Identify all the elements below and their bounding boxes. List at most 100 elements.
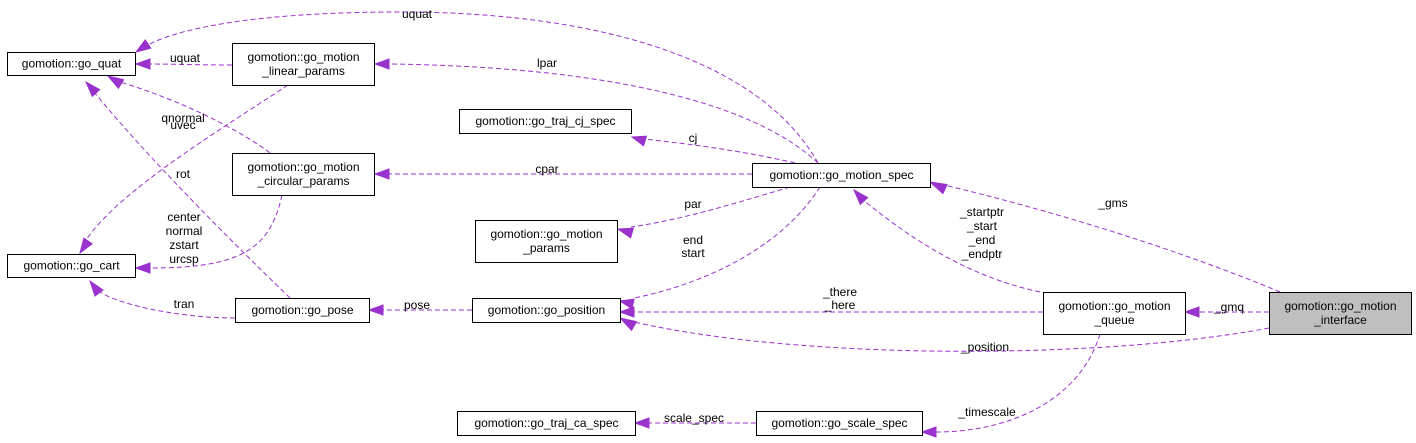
class-node-go_cart[interactable]: gomotion::go_cart <box>7 254 136 278</box>
edge-label: _timescale <box>957 405 1016 419</box>
node-box <box>232 153 375 196</box>
node-box <box>7 254 136 278</box>
class-node-motion_params[interactable]: gomotion::go_motion_params <box>475 220 618 263</box>
edge-spec-uquat: uquat <box>134 7 819 164</box>
edge-label: pose <box>404 298 430 312</box>
edge-position-pose: pose <box>367 298 472 316</box>
arrowhead-icon <box>630 135 648 147</box>
edge-linear-uvec: uvec <box>79 84 289 255</box>
arrowhead-icon <box>616 227 635 239</box>
edge-line <box>643 138 796 164</box>
edge-spec-lpar: lpar <box>373 56 819 164</box>
edge-label: _end <box>968 233 996 247</box>
edge-label: _start <box>966 219 998 233</box>
edge-label: uquat <box>170 51 201 65</box>
edge-linear-uquat: uquat <box>134 51 233 70</box>
class-node-traj_ca_spec[interactable]: gomotion::go_traj_ca_spec <box>457 411 636 436</box>
arrowhead-icon <box>1183 306 1200 318</box>
node-label: _params <box>522 241 570 255</box>
edge-line <box>943 184 1281 293</box>
edge-queue-timescale: _timescale <box>920 333 1101 438</box>
edge-line <box>119 81 271 154</box>
edge-label: qnormal <box>161 111 204 125</box>
node-label: gomotion::go_motion_spec <box>769 168 913 182</box>
arrowhead-icon <box>84 80 101 98</box>
node-label: gomotion::go_scale_spec <box>771 416 907 430</box>
arrowhead-icon <box>373 58 390 70</box>
node-label: gomotion::go_motion <box>247 50 359 64</box>
node-label: gomotion::go_traj_cj_spec <box>475 114 615 128</box>
class-node-circular_params[interactable]: gomotion::go_motion_circular_params <box>232 153 375 196</box>
node-label: gomotion::go_motion <box>490 227 602 241</box>
edge-label: urcsp <box>169 252 199 266</box>
node-label: gomotion::go_traj_ca_spec <box>474 416 618 430</box>
class-node-scale_spec[interactable]: gomotion::go_scale_spec <box>756 411 923 436</box>
node-label: gomotion::go_position <box>488 303 605 317</box>
edge-label: cj <box>689 131 698 145</box>
edge-line <box>149 63 233 66</box>
edge-label: tran <box>174 297 195 311</box>
arrowhead-icon <box>633 417 650 429</box>
edge-label: _gmq <box>1213 300 1244 314</box>
edge-interface-position: _position <box>618 317 1270 354</box>
node-label: gomotion::go_motion <box>1058 299 1170 313</box>
edge-label: _position <box>960 340 1009 354</box>
arrowhead-icon <box>618 317 638 332</box>
arrowhead-icon <box>367 304 384 316</box>
node-box <box>457 411 636 436</box>
edge-queue-start: _startptr_start_end_endptr <box>852 188 1041 293</box>
arrowhead-icon <box>373 168 390 180</box>
node-box <box>752 163 931 188</box>
edge-interface-gmq: _gmq <box>1183 300 1270 318</box>
node-box <box>235 298 370 323</box>
node-box <box>756 411 923 436</box>
edge-spec-par: par <box>616 186 791 239</box>
edge-pose-rot: rot <box>84 80 291 299</box>
edge-label: end <box>683 233 703 247</box>
edge-label: _here <box>824 298 856 312</box>
node-label: _queue <box>1093 313 1134 327</box>
arrowhead-icon <box>928 181 948 195</box>
edge-label: zstart <box>169 238 199 252</box>
node-label: _linear_params <box>261 64 345 78</box>
edge-label: _gms <box>1097 196 1127 210</box>
edge-line <box>93 91 291 299</box>
edge-label: _endptr <box>961 247 1003 261</box>
edge-label: uquat <box>402 7 433 21</box>
edge-line <box>633 186 821 299</box>
node-box <box>475 220 618 263</box>
node-box <box>1043 292 1186 335</box>
class-node-traj_cj_spec[interactable]: gomotion::go_traj_cj_spec <box>459 109 632 134</box>
edge-line <box>85 84 289 241</box>
class-node-motion_queue[interactable]: gomotion::go_motion_queue <box>1043 292 1186 335</box>
arrowhead-icon <box>134 262 151 274</box>
node-box <box>232 43 375 86</box>
node-label: gomotion::go_pose <box>251 303 353 317</box>
arrowhead-icon <box>920 426 937 438</box>
edge-label: _startptr <box>959 205 1004 219</box>
edge-line <box>388 63 819 164</box>
node-label: gomotion::go_quat <box>22 57 122 71</box>
class-node-go_quat[interactable]: gomotion::go_quat <box>7 52 136 76</box>
edge-spec-cpar: cpar <box>373 162 752 180</box>
edge-label: start <box>681 246 705 260</box>
arrowhead-icon <box>106 75 125 90</box>
class-node-motion_spec[interactable]: gomotion::go_motion_spec <box>752 163 931 188</box>
edge-queue-there: _there_here <box>618 285 1043 318</box>
edge-scale-spec: scale_spec <box>633 411 756 429</box>
class-node-motion_interface[interactable]: gomotion::go_motion_interface <box>1269 292 1412 335</box>
edge-label: _there <box>822 285 857 299</box>
edge-line <box>99 291 236 319</box>
node-label: gomotion::go_motion <box>1284 299 1396 313</box>
edge-line <box>630 186 791 228</box>
class-node-go_pose[interactable]: gomotion::go_pose <box>235 298 370 323</box>
class-node-go_position[interactable]: gomotion::go_position <box>472 298 621 323</box>
class-node-linear_params[interactable]: gomotion::go_motion_linear_params <box>232 43 375 86</box>
edge-line <box>149 194 283 269</box>
edge-label: normal <box>166 224 203 238</box>
arrowhead-icon <box>134 58 151 70</box>
arrowhead-icon <box>89 279 104 297</box>
node-label: _interface <box>1313 313 1367 327</box>
